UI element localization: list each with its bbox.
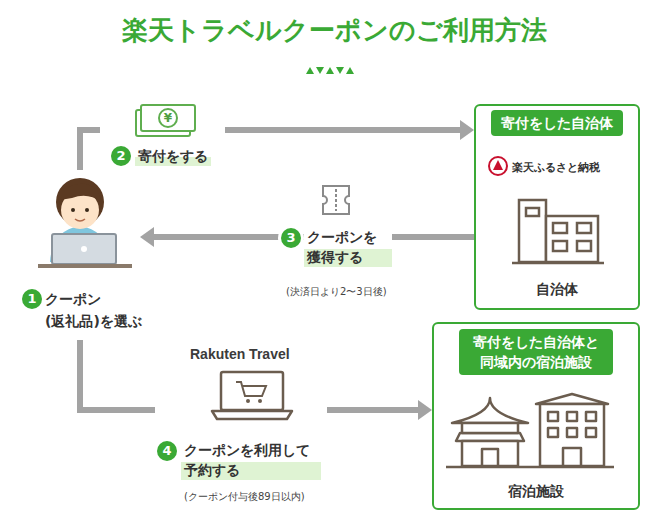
furusato-logo-mark bbox=[489, 157, 507, 175]
edge-label: 寄付をする bbox=[135, 146, 211, 166]
lodging-icons-part bbox=[446, 466, 614, 469]
node-text: 自治体 bbox=[536, 278, 578, 300]
logo-text: 楽天ふるさと納税 bbox=[512, 160, 600, 176]
person-figure-part bbox=[52, 234, 116, 264]
municipal-building-icon-part bbox=[553, 241, 567, 251]
note-text: (決済日より2〜3日後) bbox=[286, 285, 387, 299]
municipal-building-icon-part bbox=[512, 262, 604, 265]
coupon-icon-part bbox=[335, 189, 337, 211]
municipal-building-icon-part bbox=[546, 216, 598, 262]
laptop-icon-part bbox=[221, 372, 283, 410]
callout-number: 1 bbox=[22, 289, 42, 309]
flow-arrow bbox=[80, 340, 418, 410]
panel-header: 寄付をした自治体 bbox=[491, 110, 623, 136]
lodging-icons-part bbox=[462, 441, 518, 466]
title-ornament bbox=[306, 67, 354, 74]
laptop-icon-part bbox=[236, 382, 266, 396]
laptop-icon-part bbox=[212, 411, 292, 419]
node-text: 宿泊施設 bbox=[508, 480, 564, 502]
lodging-icons-part bbox=[586, 428, 596, 437]
callout-number: 3 bbox=[281, 228, 301, 248]
edge-label: クーポンを利用して 予約する bbox=[181, 440, 321, 480]
municipal-building-icon-part bbox=[577, 223, 591, 233]
callout-number: 2 bbox=[111, 146, 131, 166]
title-ornament-part bbox=[306, 67, 314, 74]
money-icon-part bbox=[141, 105, 195, 131]
laptop-icon-part bbox=[155, 366, 327, 428]
lodging-icons-part bbox=[452, 398, 528, 423]
person-figure-part bbox=[81, 246, 87, 252]
person-figure-part bbox=[75, 219, 85, 221]
callout-number: 4 bbox=[157, 441, 177, 461]
laptop-icon bbox=[155, 366, 327, 428]
municipal-building-icon bbox=[512, 200, 604, 263]
lodging-icons-part bbox=[536, 394, 608, 404]
panel-box: 寄付をした自治体と 同域内の宿泊施設宿泊施設 bbox=[432, 322, 640, 510]
person-figure-part bbox=[85, 208, 89, 212]
panel-box: 寄付をした自治体楽天ふるさと納税自治体 bbox=[474, 104, 640, 310]
title-ornament-part bbox=[346, 67, 354, 74]
lodging-icons-part bbox=[540, 404, 604, 466]
brand-logo-text: Rakuten Travel bbox=[190, 345, 290, 363]
lodging-icons-part bbox=[567, 428, 577, 437]
municipal-building-icon-part bbox=[519, 200, 546, 262]
edge-label: クーポンを 獲得する bbox=[304, 227, 392, 267]
person-figure-part bbox=[60, 184, 101, 202]
lodging-icons-part bbox=[586, 412, 596, 421]
lodging-icons-part bbox=[462, 423, 518, 433]
coupon-icon-part bbox=[323, 186, 349, 214]
money-icon-part bbox=[159, 109, 177, 127]
furusato-logo-mark-part bbox=[489, 157, 507, 175]
node-text: クーポン (返礼品)を選ぶ bbox=[45, 288, 149, 332]
municipal-building-icon-part bbox=[526, 208, 539, 216]
currency-symbol: ¥ bbox=[164, 111, 172, 125]
title-ornament-part bbox=[326, 67, 334, 74]
person-figure-part bbox=[38, 264, 132, 268]
money-icon-part bbox=[100, 102, 225, 142]
lodging-icons-part bbox=[548, 428, 558, 437]
municipal-building-icon-part bbox=[553, 223, 567, 233]
panel-header: 寄付をした自治体と 同域内の宿泊施設 bbox=[459, 329, 613, 375]
person-figure bbox=[38, 178, 132, 266]
money-icon bbox=[100, 102, 225, 142]
note-text: (クーポン付与後89日以内) bbox=[184, 490, 305, 504]
lodging-icons-part bbox=[567, 412, 577, 421]
person-figure-part bbox=[71, 208, 75, 212]
title-ornament-part bbox=[336, 67, 344, 74]
lodging-icons-part bbox=[482, 449, 498, 466]
furusato-logo-mark-part bbox=[493, 160, 503, 170]
title-ornament-part bbox=[316, 67, 324, 74]
coupon-icon bbox=[323, 186, 349, 214]
laptop-icon-part bbox=[258, 399, 262, 403]
lodging-icons-part bbox=[563, 448, 581, 466]
lodging-icons-part bbox=[548, 412, 558, 421]
diagram-title: 楽天トラベルクーポンのご利用方法 bbox=[0, 12, 668, 48]
municipal-building-icon-part bbox=[577, 241, 591, 251]
laptop-icon-part bbox=[246, 399, 250, 403]
user-node: クーポン (返礼品)を選ぶ bbox=[15, 170, 140, 340]
lodging-icons bbox=[446, 394, 614, 467]
